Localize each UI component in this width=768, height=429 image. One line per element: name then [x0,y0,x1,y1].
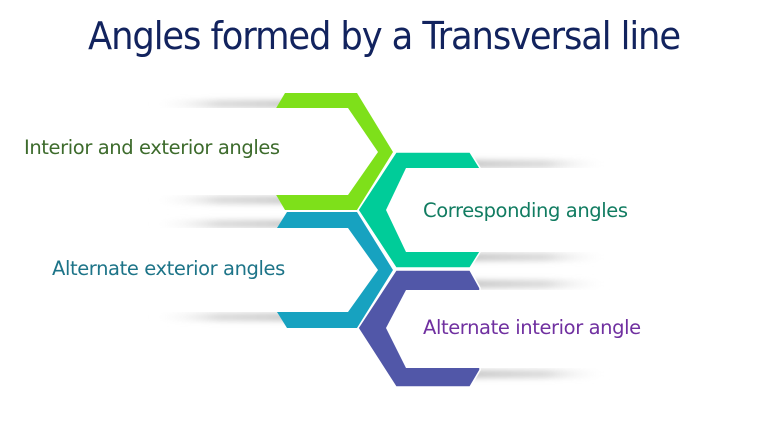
label-alternate-interior-angle: Alternate interior angle [423,316,641,339]
white-bars [150,108,620,368]
label-alternate-exterior-angles: Alternate exterior angles [52,257,285,280]
label-interior-exterior-angles: Interior and exterior angles [24,136,280,159]
label-corresponding-angles: Corresponding angles [423,199,628,222]
bar-shadows [150,100,610,378]
diagram-title: Angles formed by a Transversal line [88,14,681,58]
